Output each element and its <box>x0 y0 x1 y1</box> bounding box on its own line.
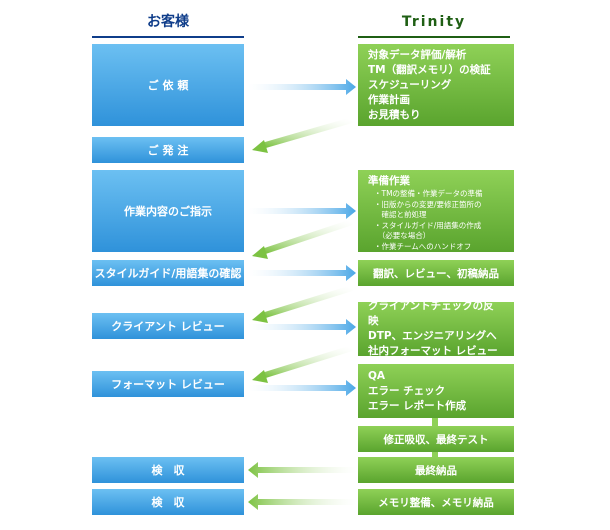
arrow-diagonal-icon <box>252 345 353 383</box>
customer-client-review-label: クライアント レビュー <box>111 320 225 333</box>
trinity-reflection-line: DTP、エンジニアリングへ <box>368 330 497 342</box>
customer-order-label: ご 発 注 <box>147 144 189 157</box>
trinity-reflection-box: クライアントチェックの反映 DTP、エンジニアリングへ 社内フォーマット レビュ… <box>358 300 514 357</box>
customer-client-review-box: クライアント レビュー <box>92 313 244 339</box>
trinity-qa-line: エラー チェック <box>368 384 446 397</box>
trinity-memory-delivery-box: メモリ整備、メモリ納品 <box>358 489 514 515</box>
trinity-evaluation-box: 対象データ評価/解析 TM（翻訳メモリ）の検証 スケジューリング 作業計画 お見… <box>358 44 514 126</box>
trinity-preparation-item: 確認と前処理 <box>374 210 427 219</box>
arrow-right-icon <box>248 203 356 219</box>
customer-request-label: ご 依 頼 <box>147 79 189 92</box>
customer-acceptance-box: 検 収 <box>92 489 244 515</box>
trinity-qa-line: エラー レポート作成 <box>368 399 467 412</box>
trinity-final-test-label: 修正吸収、最終テスト <box>383 433 489 446</box>
customer-instruction-label: 作業内容のご指示 <box>124 205 212 218</box>
customer-header-rule <box>92 36 244 38</box>
flow-connector <box>432 418 438 426</box>
arrow-left-icon <box>248 494 356 510</box>
arrow-right-icon <box>248 380 356 396</box>
trinity-reflection-line: 社内フォーマット レビュー <box>368 345 498 357</box>
arrow-right-icon <box>248 79 356 95</box>
trinity-header: Trinity <box>401 14 467 30</box>
trinity-evaluation-line: スケジューリング <box>368 78 452 91</box>
customer-acceptance-box: 検 収 <box>92 457 244 483</box>
trinity-evaluation-line: 対象データ評価/解析 <box>368 48 467 61</box>
arrow-left-icon <box>248 462 356 478</box>
customer-acceptance-label: 検 収 <box>151 496 185 509</box>
trinity-reflection-line: クライアントチェックの反映 <box>368 300 494 327</box>
customer-acceptance-label: 検 収 <box>151 464 185 477</box>
trinity-preparation-box: 準備作業 ・TMの整備・作業データの準備 ・旧版からの変更/要修正箇所の 確認と… <box>358 170 514 252</box>
trinity-final-delivery-box: 最終納品 <box>358 457 514 483</box>
trinity-preparation-item: ・スタイルガイド/用語集の作成 <box>374 220 482 230</box>
trinity-preparation-item: ・TMの整備・作業データの準備 <box>374 189 483 198</box>
customer-style-confirm-label: スタイルガイド/用語集の確認 <box>94 267 242 280</box>
customer-instruction-box: 作業内容のご指示 <box>92 170 244 252</box>
arrow-diagonal-icon <box>252 219 353 259</box>
arrow-right-icon <box>248 319 356 335</box>
customer-header: お客様 <box>147 14 189 30</box>
customer-format-review-box: フォーマット レビュー <box>92 371 244 397</box>
customer-request-box: ご 依 頼 <box>92 44 244 126</box>
trinity-evaluation-line: お見積もり <box>368 108 421 121</box>
trinity-translation-box: 翻訳、レビュー、初稿納品 <box>358 260 514 286</box>
trinity-final-test-box: 修正吸収、最終テスト <box>358 426 514 452</box>
trinity-qa-box: QA エラー チェック エラー レポート作成 <box>358 364 514 418</box>
trinity-header-rule <box>358 36 510 38</box>
arrow-right-icon <box>248 265 356 281</box>
trinity-evaluation-line: TM（翻訳メモリ）の検証 <box>368 63 491 76</box>
trinity-preparation-item: ・旧版からの変更/要修正箇所の <box>374 199 482 209</box>
flow-connector <box>432 452 438 457</box>
trinity-evaluation-line: 作業計画 <box>368 93 410 106</box>
trinity-qa-line: QA <box>368 369 386 382</box>
trinity-preparation-item: （必要な場合） <box>374 231 431 240</box>
trinity-preparation-title: 準備作業 <box>368 175 410 187</box>
customer-format-review-label: フォーマット レビュー <box>111 378 225 391</box>
customer-order-box: ご 発 注 <box>92 137 244 163</box>
customer-style-confirm-box: スタイルガイド/用語集の確認 <box>92 260 244 286</box>
trinity-preparation-item: ・作業チームへのハンドオフ <box>374 241 472 251</box>
arrow-diagonal-icon <box>252 285 353 323</box>
trinity-memory-delivery-label: メモリ整備、メモリ納品 <box>378 496 494 509</box>
trinity-final-delivery-label: 最終納品 <box>415 464 457 477</box>
arrow-diagonal-icon <box>252 117 353 153</box>
trinity-translation-label: 翻訳、レビュー、初稿納品 <box>373 267 499 280</box>
